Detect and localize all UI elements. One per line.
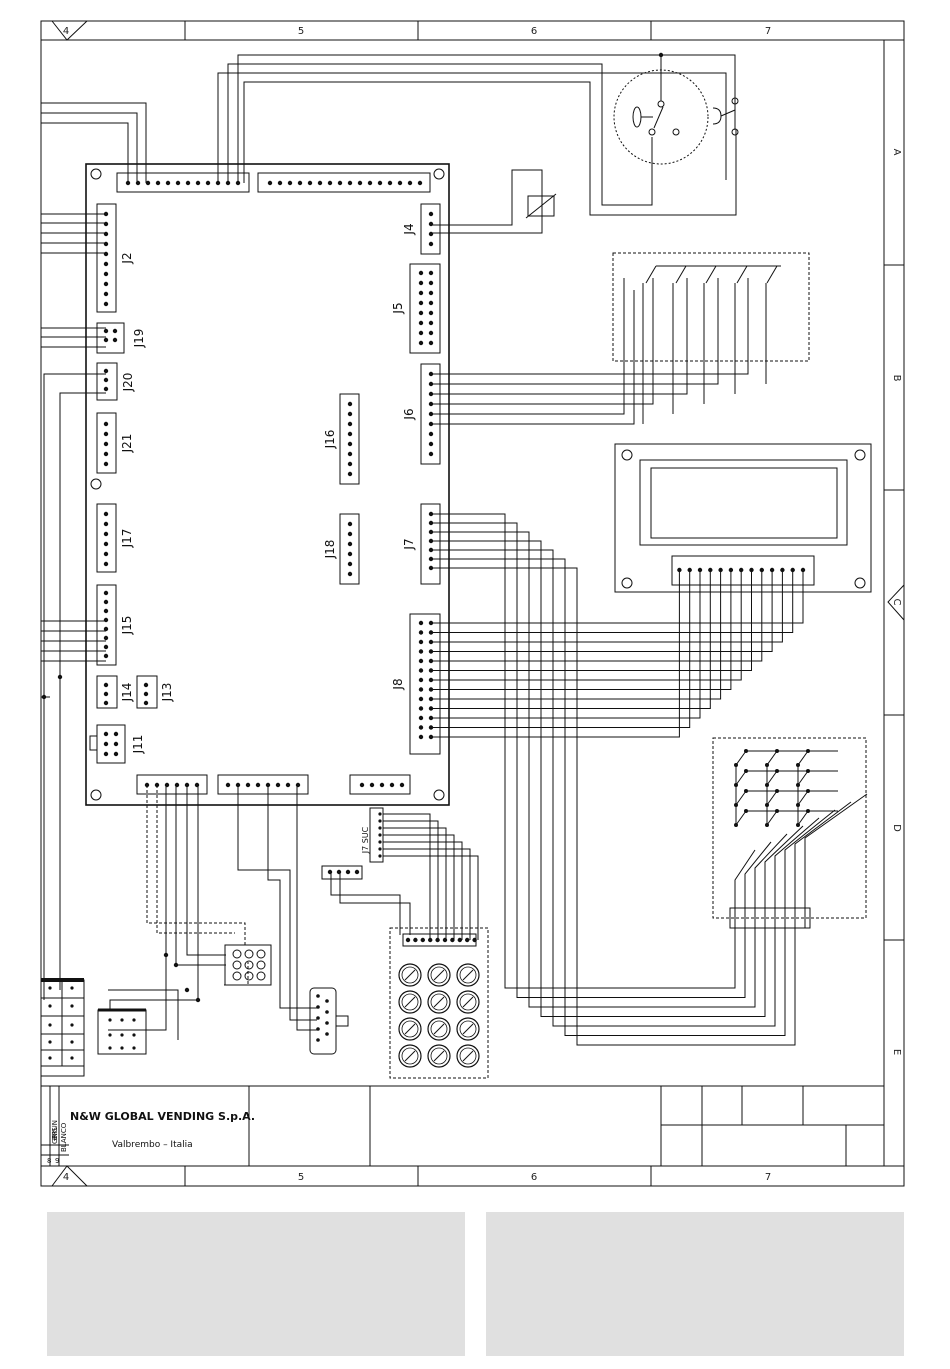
col-label-6-top: 6 xyxy=(531,26,537,37)
row-label-c: C xyxy=(891,599,902,606)
col-label-5-bottom: 5 xyxy=(298,1172,304,1183)
company-name: N&W GLOBAL VENDING S.p.A. xyxy=(70,1110,255,1123)
connector-label-j6: J6 xyxy=(402,408,416,420)
col-label-7-top: 7 xyxy=(765,26,771,37)
connector-label-j14: J14 xyxy=(120,683,134,703)
blank-panel-left xyxy=(47,1212,465,1356)
connector-label-j16: J16 xyxy=(323,430,337,450)
company-city: Valbrembo – Italia xyxy=(112,1140,193,1150)
side-row-9-num: 9 xyxy=(55,1157,59,1165)
side-row-9-text: BLANCO xyxy=(60,1122,68,1152)
connector-label-j21: J21 xyxy=(120,434,134,454)
side-row-8-text: GRIS xyxy=(51,1127,59,1144)
row-label-d: D xyxy=(891,824,902,832)
connector-label-j8: J8 xyxy=(391,678,405,690)
col-label-4-bottom: 4 xyxy=(63,1172,69,1183)
connector-label-j2: J2 xyxy=(120,252,134,264)
connector-label-j7: J7 xyxy=(402,538,416,550)
row-label-a: A xyxy=(891,149,902,156)
connector-label-j18: J18 xyxy=(323,540,337,560)
col-label-5-top: 5 xyxy=(298,26,304,37)
connector-label-j4: J4 xyxy=(402,223,416,235)
col-label-4-top: 4 xyxy=(63,26,69,37)
control-board xyxy=(86,164,449,805)
row-label-b: B xyxy=(891,375,902,382)
connector-label-j5: J5 xyxy=(391,302,405,314)
side-row-8-num: 8 xyxy=(47,1157,51,1165)
col-label-6-bottom: 6 xyxy=(531,1172,537,1183)
blank-panel-right xyxy=(486,1212,904,1356)
connector-label-j15: J15 xyxy=(120,616,134,636)
connector-label-j11: J11 xyxy=(131,735,145,755)
connector-label-j19: J19 xyxy=(132,329,146,349)
connector-label-j20: J20 xyxy=(121,373,135,393)
col-label-7-bottom: 7 xyxy=(765,1172,771,1183)
connector-label-j17: J17 xyxy=(120,529,134,549)
connector-label-j13: J13 xyxy=(160,683,174,703)
cable-label-j7-suc: J7 SUC xyxy=(361,826,370,854)
row-label-e: E xyxy=(891,1049,902,1055)
